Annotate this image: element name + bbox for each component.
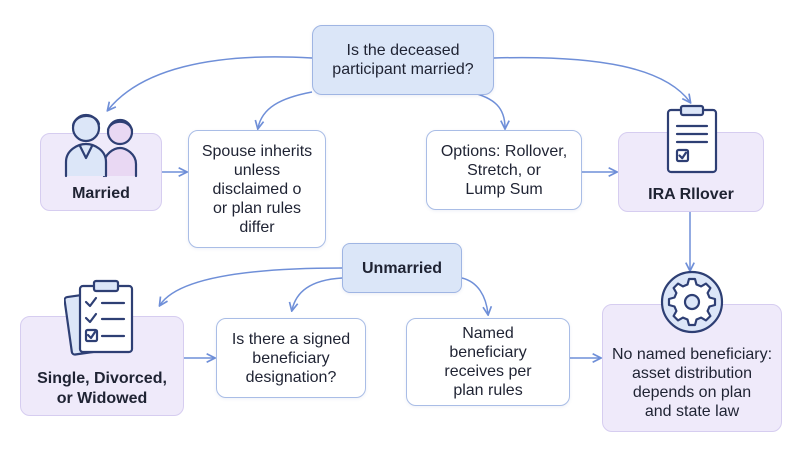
question-box: Is the deceased participant married? [312, 25, 494, 95]
unmarried-box: Unmarried [342, 243, 462, 293]
married-label: Married [72, 185, 130, 202]
named-beneficiary-box: Named beneficiary receives per plan rule… [406, 318, 570, 406]
arrow-unmarried-to-named [461, 277, 488, 314]
named-beneficiary-text: Named beneficiary receives per plan rule… [444, 325, 532, 399]
clipboard-check-icon [666, 104, 718, 174]
question-text: Is the deceased participant married? [332, 42, 474, 78]
options-text: Options: Rollover, Stretch, or Lump Sum [440, 142, 568, 198]
no-named-beneficiary-box: No named beneficiary: asset distribution… [602, 304, 782, 432]
spouse-inherits-box: Spouse inherits unless disclaimed o or p… [188, 130, 326, 248]
arrow-question-to-ira [493, 56, 690, 102]
single-divorced-widowed-label: Single, Divorced, or Widowed [37, 370, 167, 407]
signed-designation-box: Is there a signed beneficiary designatio… [216, 318, 366, 398]
couple-icon [64, 113, 138, 178]
arrow-question-to-options [469, 91, 505, 128]
arrow-question-to-spouse [258, 91, 313, 128]
arrow-unmarried-to-signed [292, 277, 343, 310]
arrow-question-to-married [108, 56, 313, 110]
checklist-icon [64, 279, 134, 356]
arrow-unmarried-to-single [160, 267, 343, 305]
gear-icon [660, 270, 724, 334]
ira-rollover-label: IRA Rllover [648, 186, 734, 203]
no-named-beneficiary-text: No named beneficiary: asset distribution… [611, 346, 773, 420]
signed-designation-text: Is there a signed beneficiary designatio… [231, 330, 351, 386]
spouse-inherits-text: Spouse inherits unless disclaimed o or p… [201, 142, 313, 236]
unmarried-text: Unmarried [361, 259, 443, 277]
options-box: Options: Rollover, Stretch, or Lump Sum [426, 130, 582, 210]
